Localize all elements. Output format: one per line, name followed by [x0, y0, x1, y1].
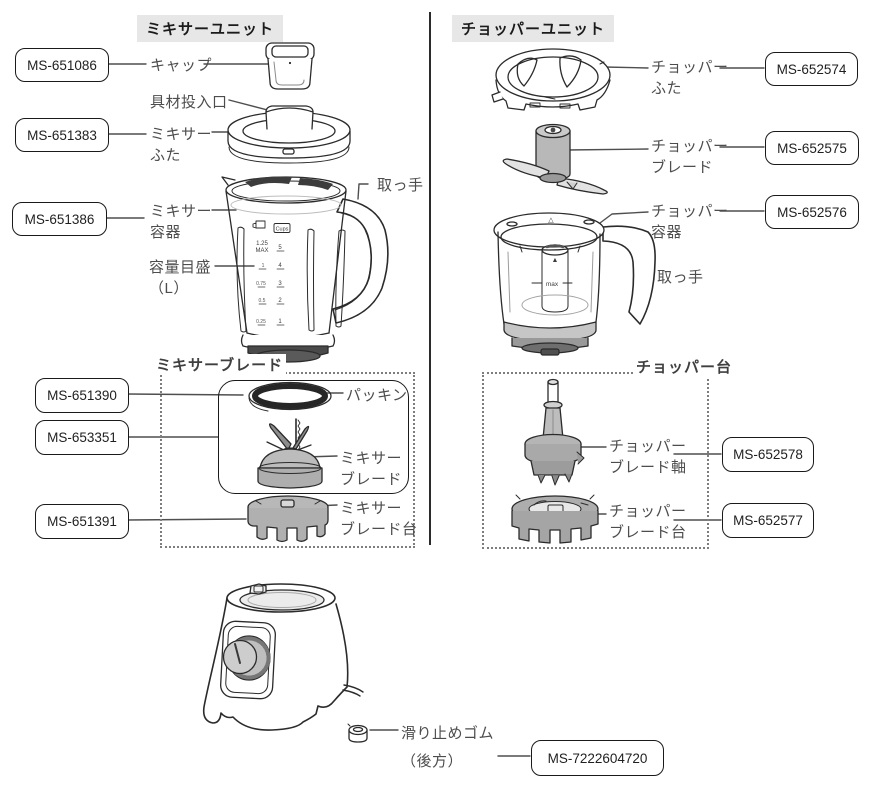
bowl-triangle-filled: ▲ [552, 257, 559, 264]
part-code-box-mixer-blade-assembly: MS-653351 [35, 420, 129, 455]
part-label-cap: キャップ [150, 57, 213, 74]
jug-scale-tick-lines [257, 250, 285, 326]
jug-cups-tick: 4 [278, 263, 282, 269]
motor-base-art [202, 583, 364, 731]
bowl-markings: △ ▲ max [546, 217, 559, 288]
chopper-bowl-art [493, 212, 656, 356]
section-header-mixer-unit: ミキサーユニット [137, 15, 284, 42]
part-code-box-mixer-container: MS-651386 [12, 202, 107, 236]
chopper-blade-art [502, 123, 608, 195]
cap-art [265, 42, 315, 90]
jug-liter-tick: 0.5 [259, 298, 266, 304]
part-label-chopper-blade: チョッパー ブレード [651, 138, 729, 176]
part-label-chopper-container: チョッパー 容器 [651, 203, 729, 241]
bowl-max-label: max [546, 281, 559, 288]
part-label-capacity-scale: 容量目盛 （L） [149, 259, 212, 297]
column-divider [429, 12, 431, 545]
part-code-box-chopper-lid: MS-652574 [765, 52, 858, 86]
jug-max-value: 1.25 [256, 241, 268, 247]
part-label-chopper-blade-base: チョッパー ブレード台 [609, 503, 687, 541]
mixer-blade-art [257, 418, 323, 489]
jug-cups-label: Cups [276, 227, 289, 233]
part-code-box-chopper-container: MS-652576 [765, 195, 859, 229]
part-label-mixer-container: ミキサー 容器 [150, 203, 213, 241]
part-label-ingredient-port: 具材投入口 [150, 94, 228, 111]
mixer-blade-base-art [247, 495, 329, 543]
bowl-triangle-outline: △ [548, 217, 554, 224]
chopper-lid-art [491, 48, 611, 111]
jug-cups-tick: 3 [278, 281, 282, 287]
jug-liter-tick: 1 [262, 263, 265, 269]
chopper-base-group-box [482, 372, 709, 549]
mixer-blade-group-box [160, 372, 415, 548]
part-label-mixer-blade-base: ミキサー ブレード台 [340, 500, 418, 538]
jug-scale-markings: 1.25 MAX 1 0.75 0.5 0.25 Cups 5 4 3 2 1 [255, 227, 288, 326]
mixer-jug-art [221, 176, 389, 363]
group-title-mixer-blade: ミキサーブレード [153, 354, 287, 375]
packing-art [248, 381, 332, 412]
jug-liter-tick: 0.75 [256, 281, 266, 287]
part-code-box-rubber-foot: MS-7222604720 [531, 740, 664, 776]
rubber-foot-art [347, 723, 368, 743]
part-code-box-cap: MS-651086 [15, 48, 109, 82]
part-label-chopper-blade-shaft: チョッパー ブレード軸 [609, 438, 687, 476]
part-code-box-packing: MS-651390 [35, 378, 129, 413]
part-code-box-chopper-blade: MS-652575 [765, 131, 859, 165]
section-header-chopper-unit: チョッパーユニット [452, 15, 615, 42]
chopper-base-ring-art [511, 494, 599, 544]
jug-max-word: MAX [255, 248, 268, 254]
part-code-box-chopper-blade-base: MS-652577 [722, 503, 814, 538]
part-code-box-mixer-lid: MS-651383 [15, 118, 109, 152]
chopper-shaft-art [524, 378, 585, 486]
part-code-box-chopper-blade-shaft: MS-652578 [722, 437, 814, 472]
jug-cups-tick: 1 [278, 319, 282, 325]
mixer-blade-assembly-box [218, 380, 409, 494]
part-label-mixer-lid: ミキサー ふた [150, 126, 213, 164]
part-label-chopper-handle: 取っ手 [657, 269, 704, 286]
part-label-chopper-lid: チョッパー ふた [651, 59, 729, 97]
part-label-packing: パッキン [346, 387, 408, 404]
jug-liter-tick: 0.25 [256, 319, 266, 325]
part-code-box-mixer-blade-base: MS-651391 [35, 504, 129, 539]
jug-cups-tick: 2 [278, 298, 282, 304]
jug-cups-tick: 5 [278, 245, 282, 251]
part-label-rubber-foot: 滑り止めゴム （後方） [401, 725, 495, 770]
part-label-mixer-blade: ミキサー ブレード [340, 450, 403, 488]
mixer-lid-art [227, 105, 351, 164]
part-label-mixer-handle: 取っ手 [377, 177, 424, 194]
group-title-chopper-base: チョッパー台 [633, 356, 736, 377]
